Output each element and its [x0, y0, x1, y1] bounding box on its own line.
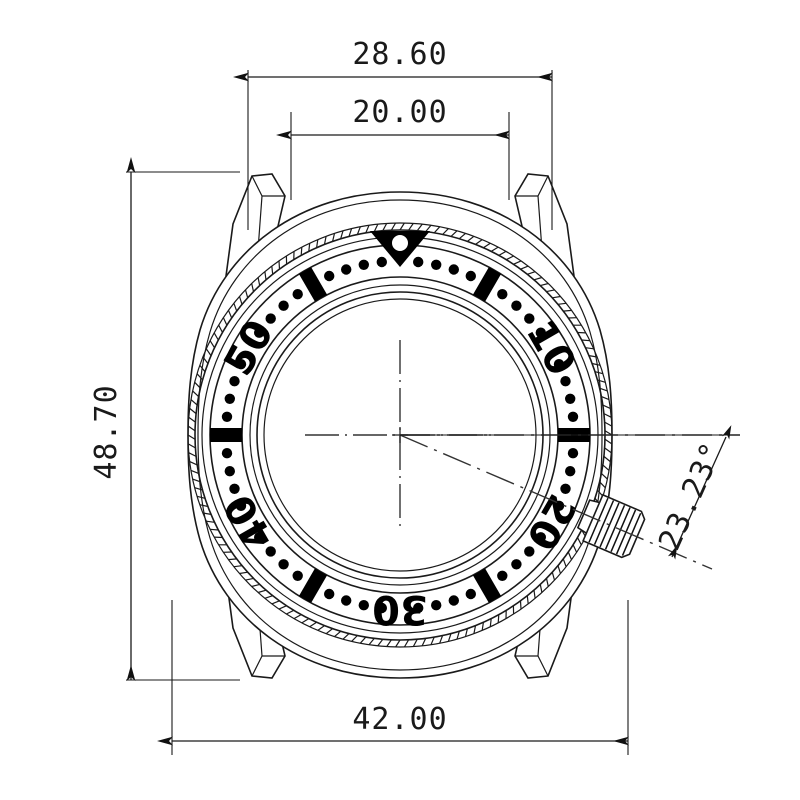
bezel-marker-minor — [376, 602, 387, 614]
bezel-marker-minor — [235, 500, 247, 511]
bezel-marker-minor — [553, 500, 565, 511]
bezel-marker-minor — [358, 259, 369, 270]
bezel-marker-minor — [254, 327, 265, 338]
bezel-marker-minor — [341, 595, 352, 606]
bezel-marker-minor — [292, 289, 303, 300]
bezel-marker-minor — [497, 570, 508, 581]
bezel-marker-minor — [431, 259, 442, 270]
bezel-marker-major — [472, 568, 502, 604]
bezel-marker-minor — [324, 270, 335, 282]
bezel-marker-minor — [265, 313, 276, 324]
bezel-marker-minor — [560, 376, 571, 387]
bezel-marker-minor — [560, 483, 571, 494]
bezel-marker-minor — [535, 532, 546, 543]
bezel-numeral-30: 30 — [372, 586, 428, 632]
bezel-marker-major — [298, 568, 328, 604]
bezel-marker-major — [298, 266, 328, 302]
bezel-marker-major — [472, 266, 502, 302]
dimension-lug-gap-inner: 20.00 — [276, 95, 510, 200]
bezel-marker-minor — [278, 300, 289, 311]
bezel-marker-minor — [511, 559, 522, 570]
bezel-marker-minor — [413, 256, 424, 268]
bezel-marker-minor — [448, 595, 459, 606]
case-side-profile — [197, 199, 603, 671]
bezel-marker-minor — [524, 546, 535, 557]
bezel-marker-minor — [553, 359, 565, 370]
bezel-marker-minor — [565, 393, 576, 404]
bezel-marker-minor — [448, 264, 459, 275]
bezel-marker-minor — [224, 393, 235, 404]
bezel-marker-minor — [229, 376, 240, 387]
bezel-marker-minor — [511, 300, 522, 311]
bezel-marker-minor — [229, 483, 240, 494]
bezel-triangle-marker — [370, 231, 430, 267]
bezel-marker-minor — [465, 270, 476, 282]
bezel-marker-minor — [567, 411, 579, 422]
dimension-label-23-23: 23.23° — [652, 437, 730, 556]
bezel-marker-major — [210, 428, 242, 442]
bezel-marker-minor — [324, 588, 335, 600]
bezel-marker-minor — [524, 313, 535, 324]
bezel-marker-minor — [431, 600, 442, 611]
dimension-label-28-60: 28.60 — [352, 37, 447, 72]
dimension-lug-to-lug: 48.70 — [89, 157, 240, 681]
bezel-knurl-teeth — [187, 222, 613, 648]
bezel-marker-minor — [535, 327, 546, 338]
dimension-label-20-00: 20.00 — [352, 95, 447, 130]
bezel-marker-minor — [235, 359, 247, 370]
bezel-marker-minor — [221, 411, 233, 422]
bezel-marker-minor — [278, 559, 289, 570]
bezel-marker-minor — [465, 588, 476, 600]
bezel-marker-minor — [265, 546, 276, 557]
bezel-marker-minor — [341, 264, 352, 275]
bezel-marker-minor — [497, 289, 508, 300]
bezel-marker-minor — [567, 448, 579, 459]
dimension-case-diameter: 42.00 — [157, 600, 629, 755]
crown-group[interactable] — [574, 491, 647, 560]
bezel-marker-minor — [413, 602, 424, 614]
bezel-marker-minor — [292, 570, 303, 581]
dimension-lug-width-outer: 28.60 — [233, 37, 553, 230]
bezel-marker-minor — [224, 466, 235, 477]
bezel-markers — [210, 256, 590, 614]
dimension-label-42-00: 42.00 — [352, 702, 447, 737]
bezel-marker-minor — [376, 256, 387, 268]
bezel-marker-minor — [254, 532, 265, 543]
bezel-marker-minor — [565, 466, 576, 477]
dimension-label-48-70: 48.70 — [89, 384, 124, 479]
bezel-marker-minor — [358, 600, 369, 611]
bezel-marker-minor — [221, 448, 233, 459]
